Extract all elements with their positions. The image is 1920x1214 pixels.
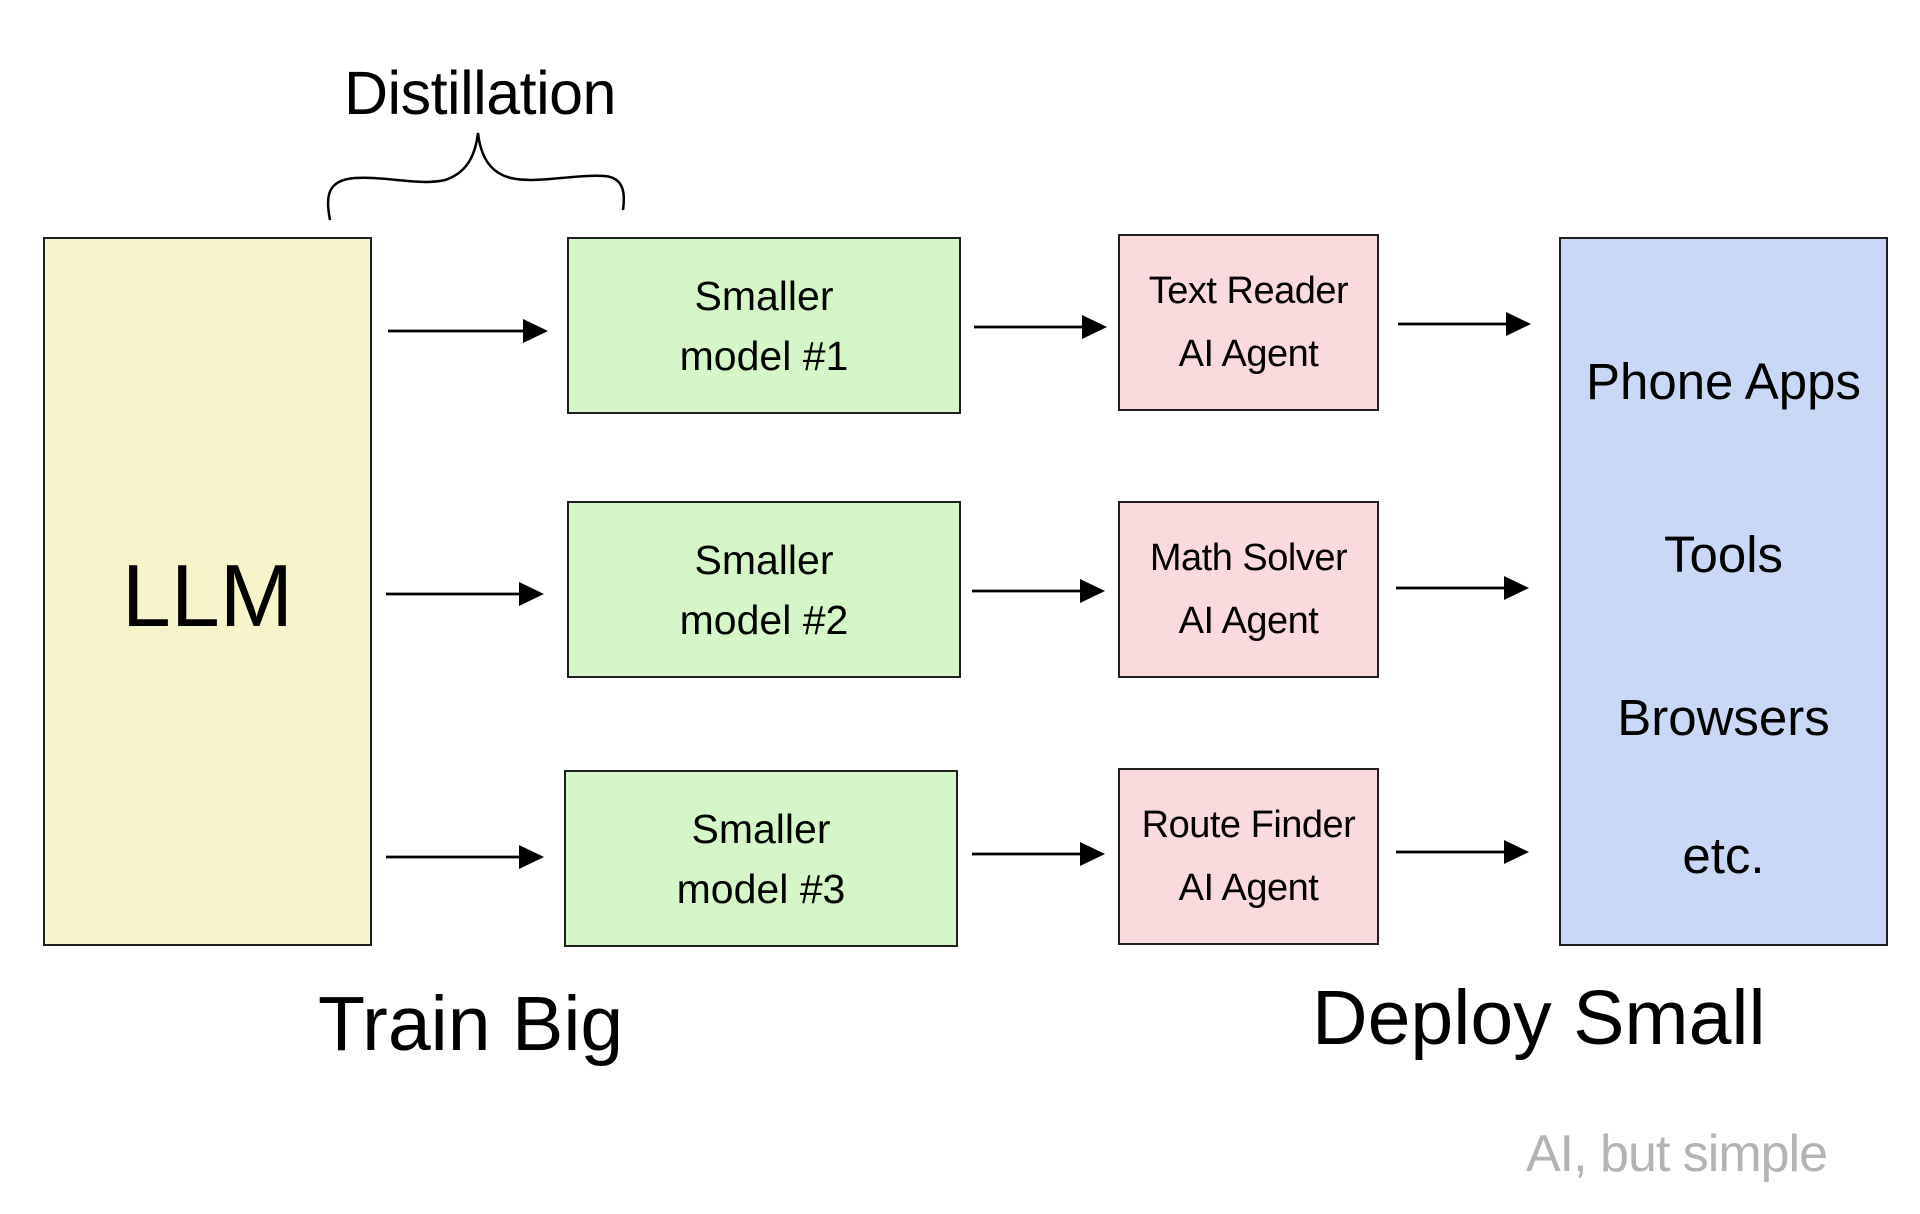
arrowhead-icon (1080, 842, 1105, 866)
smaller-model-box-2: Smaller model #2 (567, 501, 961, 678)
llm-label: LLM (121, 545, 294, 645)
arrow-agent-2-to-targets (1396, 576, 1529, 600)
smaller-model-box-1: Smaller model #1 (567, 237, 961, 414)
arrowhead-icon (1080, 579, 1105, 603)
watermark: AI, but simple (1526, 1125, 1828, 1183)
smaller-model-2-line2: model #2 (679, 596, 849, 643)
agent-box-text-reader: Text Reader AI Agent (1118, 234, 1379, 411)
llm-box: LLM (43, 237, 372, 946)
arrow-llm-to-model-3 (386, 845, 544, 869)
deploy-small-label: Deploy Small (1312, 975, 1766, 1061)
arrowhead-icon (523, 319, 548, 343)
arrowhead-icon (1504, 576, 1529, 600)
agent-2-line2: AI Agent (1178, 599, 1319, 642)
smaller-model-1-line2: model #1 (679, 332, 849, 379)
agent-3-line2: AI Agent (1178, 866, 1319, 909)
agent-2-line1: Math Solver (1149, 536, 1348, 579)
distillation-label: Distillation (344, 59, 617, 127)
smaller-model-2-line1: Smaller (694, 536, 834, 583)
arrow-model-2-to-agent-2 (972, 579, 1105, 603)
smaller-model-1-line1: Smaller (694, 272, 834, 319)
smaller-model-3-line1: Smaller (691, 805, 831, 852)
target-phone-apps: Phone Apps (1585, 353, 1862, 410)
arrow-llm-to-model-1 (388, 319, 548, 343)
target-tools: Tools (1663, 526, 1784, 583)
smaller-model-3-line2: model #3 (676, 865, 846, 912)
arrow-llm-to-model-2 (386, 582, 544, 606)
arrowhead-icon (519, 582, 544, 606)
arrowhead-icon (519, 845, 544, 869)
agent-box-math-solver: Math Solver AI Agent (1118, 501, 1379, 678)
target-browsers: Browsers (1617, 689, 1830, 746)
agent-box-route-finder: Route Finder AI Agent (1118, 768, 1379, 945)
smaller-model-box-3: Smaller model #3 (564, 770, 958, 947)
agent-1-line1: Text Reader (1148, 269, 1349, 312)
agent-3-line1: Route Finder (1141, 803, 1356, 846)
arrow-model-1-to-agent-1 (974, 315, 1107, 339)
arrowhead-icon (1506, 312, 1531, 336)
arrow-agent-3-to-targets (1396, 840, 1529, 864)
deployment-targets-box: Phone Apps Tools Browsers etc. (1559, 237, 1888, 946)
train-big-label: Train Big (318, 981, 624, 1067)
arrowhead-icon (1082, 315, 1107, 339)
distillation-brace (326, 132, 626, 221)
target-etc: etc. (1682, 827, 1765, 884)
arrowhead-icon (1504, 840, 1529, 864)
arrow-agent-1-to-targets (1398, 312, 1531, 336)
agent-1-line2: AI Agent (1178, 332, 1319, 375)
arrow-model-3-to-agent-3 (972, 842, 1105, 866)
